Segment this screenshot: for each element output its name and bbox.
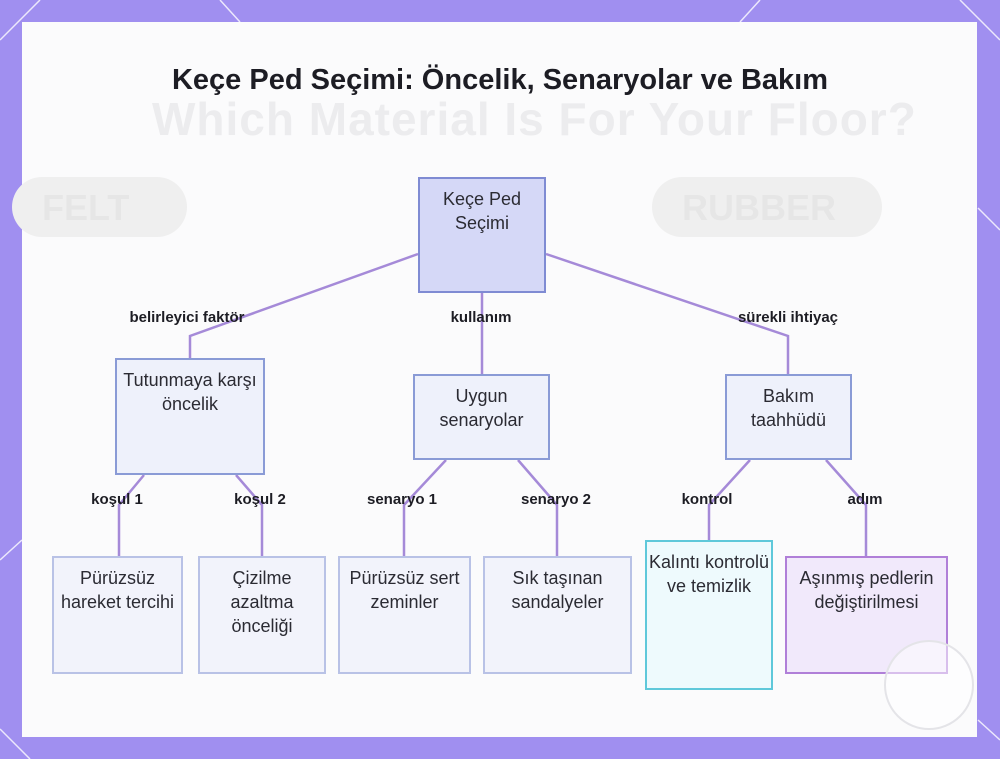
node-smooth-move: Pürüzsüz hareket tercihi: [52, 556, 183, 674]
edge-label-step: adım: [847, 491, 883, 508]
background-headline: Which Material Is For Your Floor?: [152, 93, 917, 145]
node-chairs: Sık taşınan sandalyeler: [483, 556, 632, 674]
edge-root-priority: [188, 252, 419, 358]
watermark-badge: [884, 640, 974, 730]
edge-label-usage: kullanım: [450, 309, 512, 326]
background-pill-right: RUBBER: [652, 177, 882, 237]
edge-label-scenario-1: senaryo 1: [366, 491, 438, 508]
node-priority: Tutunmaya karşı öncelik: [115, 358, 265, 475]
edge-priority-scratch: [235, 474, 264, 556]
edge-maint-residue: [707, 459, 751, 540]
edge-label-scenario-2: senaryo 2: [520, 491, 592, 508]
node-hard-floor: Pürüzsüz sert zeminler: [338, 556, 471, 674]
background-pill-left: FELT: [12, 177, 187, 237]
edge-label-control: kontrol: [681, 491, 733, 508]
edge-label-determining-factor: belirleyici faktör: [129, 309, 245, 326]
node-scratch: Çizilme azaltma önceliği: [198, 556, 326, 674]
node-residue: Kalıntı kontrolü ve temizlik: [645, 540, 773, 690]
edge-label-continuous-need: sürekli ihtiyaç: [737, 309, 839, 326]
edge-label-condition-2: koşul 2: [234, 491, 286, 508]
node-root: Keçe Ped Seçimi: [418, 177, 546, 293]
edge-priority-smooth: [117, 474, 145, 556]
diagram-title: Keçe Ped Seçimi: Öncelik, Senaryolar ve …: [171, 64, 829, 96]
edge-scenarios-chairs: [517, 459, 559, 556]
node-maintenance: Bakım taahhüdü: [725, 374, 852, 460]
node-scenarios: Uygun senaryolar: [413, 374, 550, 460]
edge-scenarios-hard: [402, 459, 447, 556]
edge-label-condition-1: koşul 1: [91, 491, 143, 508]
edge-root-maintenance: [545, 252, 790, 374]
edge-maint-replace: [825, 459, 868, 556]
